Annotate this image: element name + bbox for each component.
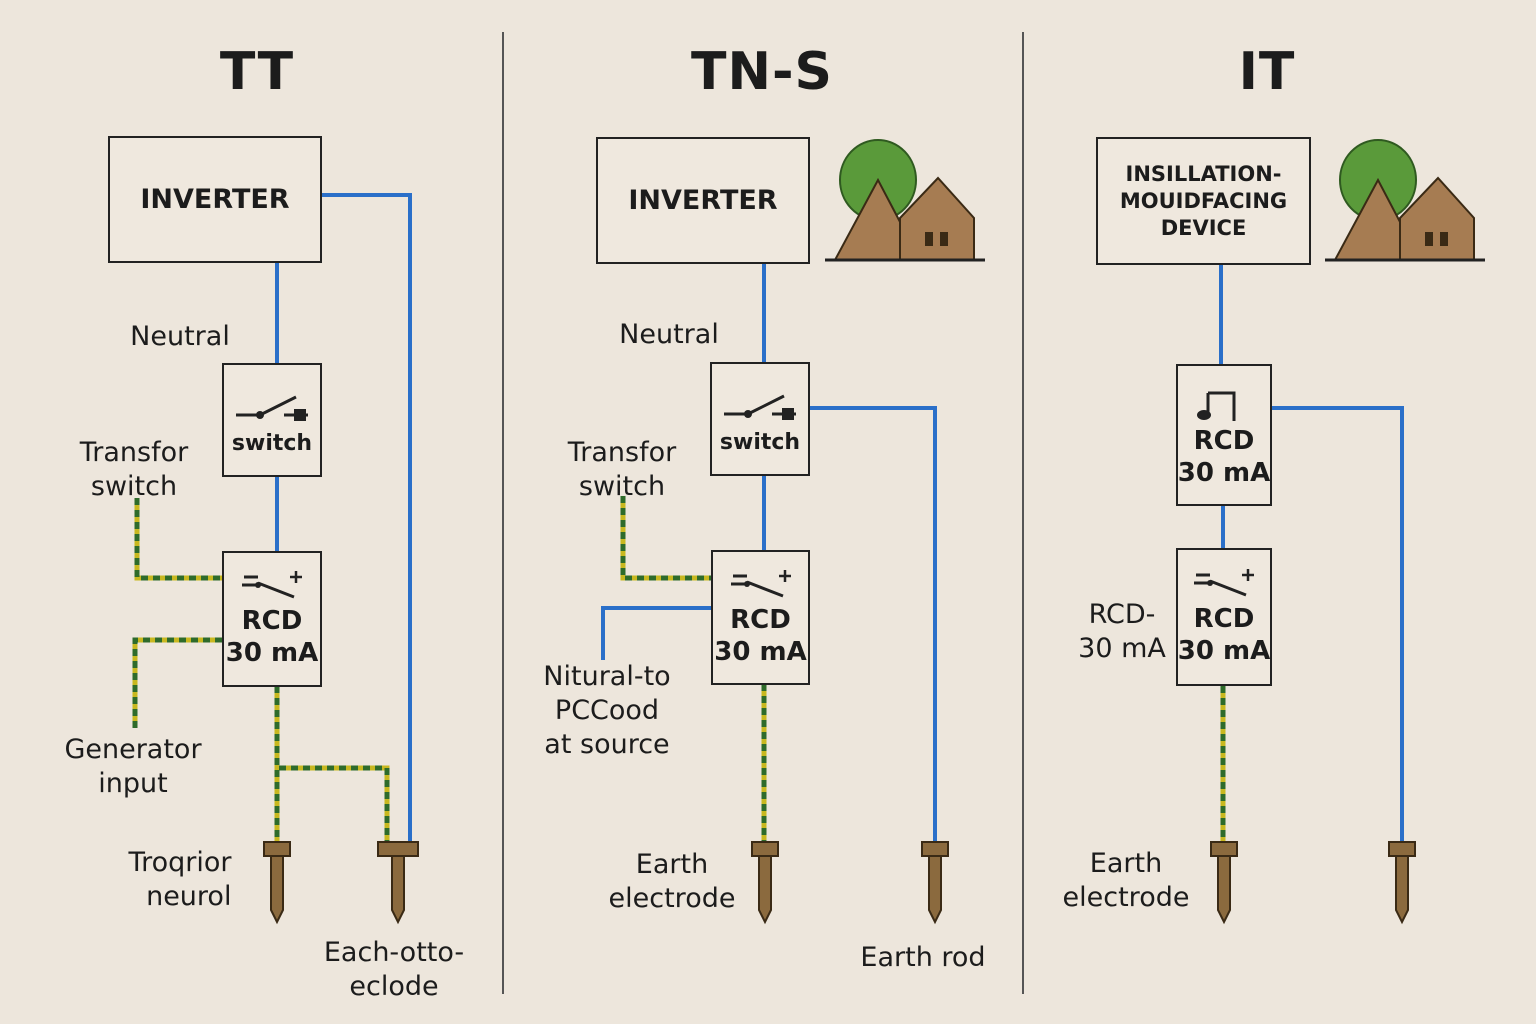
tt-rcd-box: RCD 30 mA [222,551,322,687]
title-it: IT [1238,42,1296,102]
tt-neutral-label: Neutral [130,321,230,352]
it-rcd-rod-wire [1272,406,1404,842]
tt-left-electrode-label: Troqrior neurol [128,847,232,912]
tns-rcd-box: RCD 30 mA [711,550,810,685]
tns-neutral-pe-wire [601,606,712,660]
rcd-symbol-icon [1194,569,1254,597]
tns-switch-rod-wire [809,406,937,842]
tns-neutral-to-pe-label: Nitural-to PCCood at source [543,661,671,760]
title-tt: TT [219,42,295,102]
it-insulation-monitoring-device: INSILLATION- MOUIDFACING DEVICE [1096,137,1311,265]
switch-symbol-icon [724,394,796,420]
rcd-symbol-icon [1197,391,1236,421]
it-rcd-side-label: RCD- 30 mA [1078,599,1166,664]
house-icon [1325,176,1485,262]
earth-rod-icon [263,841,291,925]
tns-rcd-label: RCD 30 mA [714,604,807,667]
rcd-symbol-icon [242,571,302,599]
tt-earth-wires [132,498,390,842]
tns-switch-label: switch [719,429,801,455]
tns-earth-wires [620,496,767,842]
earth-rod-icon [1388,841,1416,925]
earth-rod-icon [377,841,419,925]
earth-rod-icon [751,841,779,925]
earth-rod-icon [921,841,949,925]
tns-transfer-switch-label: Transfor switch [567,437,677,502]
it-upper-rcd-label: RCD 30 mA [1177,426,1271,488]
it-earth-electrode-label: Earth electrode [1062,848,1190,913]
it-lower-rcd-label: RCD 30 mA [1177,604,1271,666]
tt-inverter-box: INVERTER [108,136,322,263]
it-upper-rcd-box: RCD 30 mA [1176,364,1272,506]
switch-symbol-icon [236,395,308,421]
tns-transfer-switch: switch [710,362,810,476]
title-tn-s: TN-S [690,42,834,102]
tt-generator-input-label: Generator input [64,734,202,799]
rcd-symbol-icon [730,569,791,597]
panel-divider-2 [1022,32,1024,994]
tns-neutral-label: Neutral [619,319,719,350]
panel-divider-1 [502,32,504,994]
earth-rod-icon [1210,841,1238,925]
tt-switch-label: switch [231,430,313,456]
tns-earth-rod-label: Earth rod [860,942,986,973]
tns-inverter-box: INVERTER [596,137,810,264]
house-icon [825,176,985,262]
tns-earth-electrode-label: Earth electrode [608,849,736,914]
tt-inverter-return-wire [321,193,412,842]
it-lower-rcd-box: RCD 30 mA [1176,548,1272,686]
tt-transfer-switch-label: Transfor switch [79,437,189,502]
tt-transfer-switch: switch [222,363,322,477]
tt-right-electrode-label: Each-otto- eclode [323,937,465,1002]
tt-rcd-label: RCD 30 mA [225,606,319,668]
